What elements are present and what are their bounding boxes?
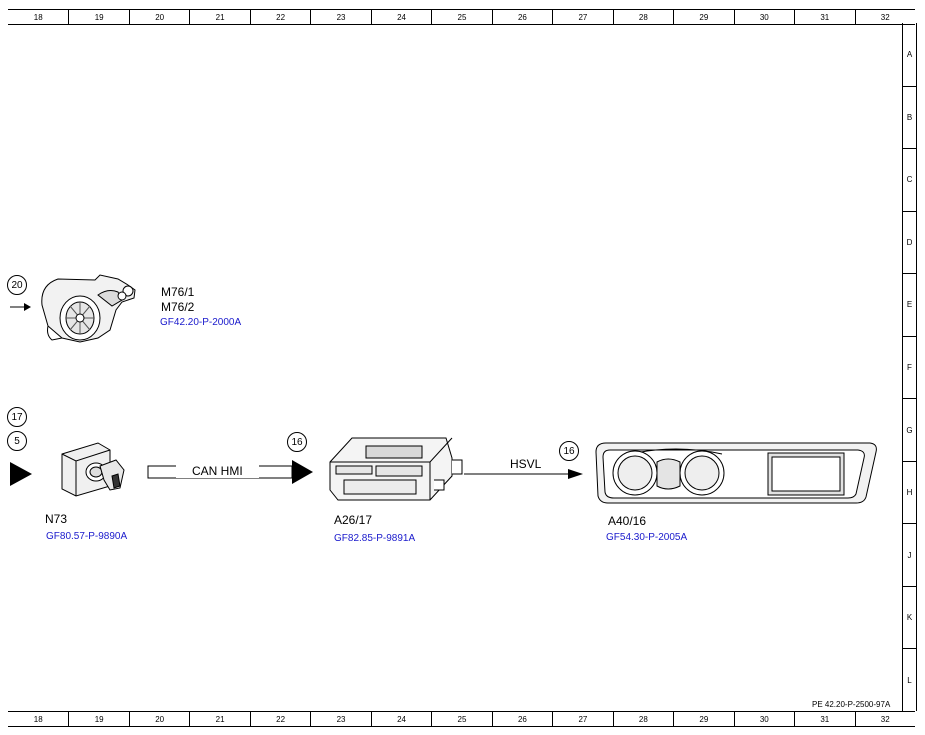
connector-5: 5 (7, 431, 27, 451)
bottom-column-label-25: 25 (431, 712, 491, 726)
bottom-column-label-26: 26 (491, 712, 552, 726)
row-label-E: E (903, 273, 916, 336)
top-column-label-30: 30 (733, 10, 794, 24)
top-column-label-23: 23 (310, 10, 370, 24)
top-column-label-19: 19 (68, 10, 128, 24)
row-label-H: H (903, 460, 916, 524)
bottom-column-label-23: 23 (310, 712, 370, 726)
row-label-D: D (903, 210, 916, 274)
bottom-column-label-30: 30 (733, 712, 794, 726)
bottom-column-label-22: 22 (249, 712, 310, 726)
row-label-C: C (903, 148, 916, 211)
connector-17: 17 (7, 407, 27, 427)
bottom-column-label-19: 19 (68, 712, 128, 726)
m76-reference-link[interactable]: GF42.20-P-2000A (160, 317, 242, 328)
bottom-column-label-24: 24 (370, 712, 431, 726)
a26-17-label: A26/17 (334, 513, 373, 527)
top-column-label-18: 18 (33, 12, 43, 22)
can-hmi-label: CAN HMI (176, 465, 259, 478)
top-column-label-20: 20 (128, 10, 189, 24)
top-column-label-22: 22 (249, 10, 310, 24)
connector-16-can: 16 (287, 432, 307, 452)
n73-label: N73 (45, 512, 68, 526)
top-column-label-21: 21 (189, 10, 249, 24)
m76-2-label: M76/2 (161, 300, 195, 314)
bottom-column-label-28: 28 (612, 712, 673, 726)
top-column-label-27: 27 (552, 10, 612, 24)
row-label-J: J (903, 523, 916, 586)
a26-17-reference-link[interactable]: GF82.85-P-9891A (334, 533, 416, 544)
bottom-column-label-20: 20 (128, 712, 189, 726)
bottom-column-label-21: 21 (189, 712, 249, 726)
row-label-L: L (903, 648, 916, 711)
top-column-label-28: 28 (612, 10, 673, 24)
top-column-label-26: 26 (491, 10, 552, 24)
a40-16-reference-link[interactable]: GF54.30-P-2005A (606, 532, 688, 543)
hsvl-label: HSVL (510, 457, 542, 471)
connector-20: 20 (7, 275, 27, 295)
m76-1-label: M76/1 (161, 285, 195, 299)
top-column-label-24: 24 (370, 10, 431, 24)
bottom-column-label-29: 29 (673, 712, 733, 726)
connector-16-hsvl: 16 (559, 441, 579, 461)
instrument-cluster-icon (595, 442, 877, 504)
row-label-A: A (906, 49, 913, 59)
row-label-F: F (903, 335, 916, 399)
row-label-B: B (903, 85, 916, 149)
a40-16-label: A40/16 (608, 514, 647, 528)
bottom-column-label-31: 31 (794, 712, 854, 726)
row-label-G: G (903, 398, 916, 461)
top-column-label-31: 31 (794, 10, 854, 24)
top-column-label-29: 29 (673, 10, 733, 24)
blower-motor-icon (41, 274, 136, 343)
top-column-label-25: 25 (431, 10, 491, 24)
control-unit-icon (329, 437, 463, 501)
top-column-label-32: 32 (854, 10, 915, 24)
ignition-switch-icon (61, 442, 125, 497)
n73-reference-link[interactable]: GF80.57-P-9890A (46, 531, 128, 542)
bottom-column-label-27: 27 (552, 712, 612, 726)
document-reference: PE 42.20-P-2500-97A (812, 700, 891, 709)
bottom-column-label-18: 18 (33, 714, 43, 724)
row-label-K: K (903, 585, 916, 649)
bottom-column-label-32: 32 (854, 712, 915, 726)
